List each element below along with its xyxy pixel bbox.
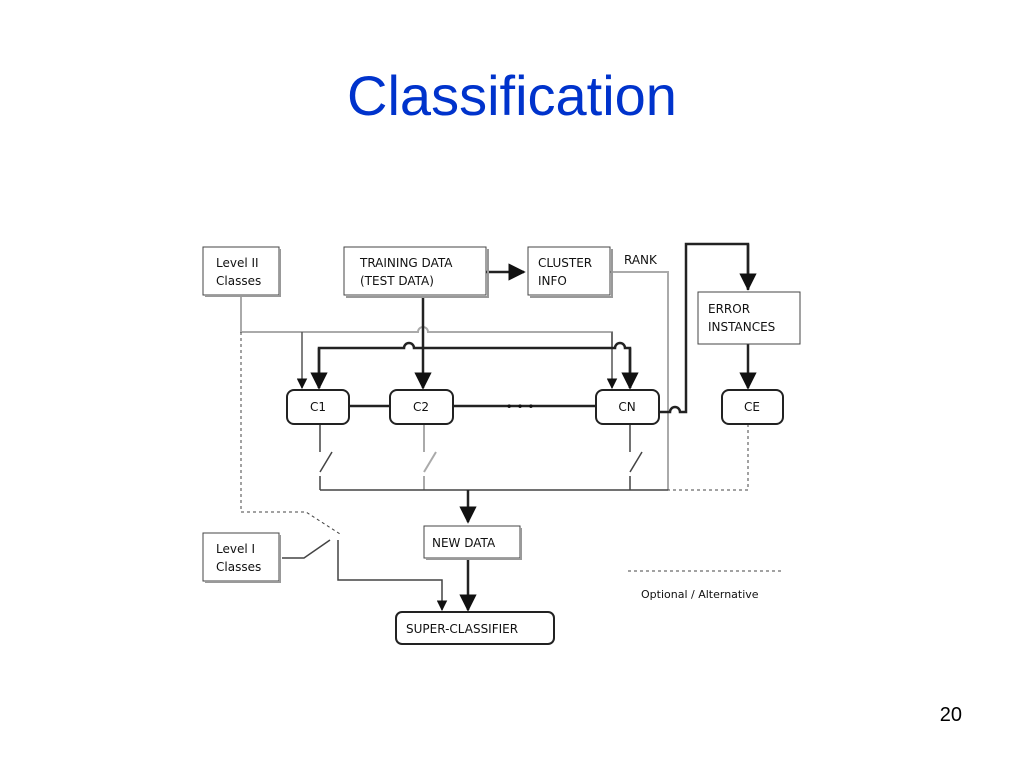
super-classifier-label: SUPER-CLASSIFIER [406, 622, 518, 636]
legend-label: Optional / Alternative [641, 588, 759, 601]
cluster-info-line1: CLUSTER [538, 256, 592, 270]
level1-classes-box: Level I Classes [202, 532, 281, 583]
classifier-c1-label: C1 [310, 400, 326, 414]
level2-connector [240, 296, 613, 348]
classifier-ellipsis: • • • [506, 400, 535, 414]
classifier-cn-label: CN [618, 400, 635, 414]
level2-classes-line2: Classes [216, 274, 261, 288]
error-instances-box: ERROR INSTANCES [697, 291, 801, 345]
cluster-info-box: CLUSTER INFO [527, 246, 613, 298]
error-instances-line1: ERROR [708, 302, 750, 316]
cluster-info-line2: INFO [538, 274, 567, 288]
classifier-bus [350, 242, 750, 414]
level1-classes-line1: Level I [216, 542, 255, 556]
rank-connector [610, 271, 669, 490]
page-number: 20 [939, 704, 962, 726]
classifier-c2-label: C2 [413, 400, 429, 414]
level1-connector [282, 539, 448, 612]
super-classifier-box: SUPER-CLASSIFIER [395, 611, 555, 645]
level1-classes-line2: Classes [216, 560, 261, 574]
level2-classes-box: Level II Classes [202, 246, 281, 297]
new-data-label: NEW DATA [432, 536, 496, 550]
rank-label: RANK [624, 253, 658, 267]
legend: Optional / Alternative [628, 570, 782, 601]
error-classifier-label: CE [744, 400, 760, 414]
classifier-cn: CN [595, 389, 660, 425]
classifier-c1: C1 [286, 389, 350, 425]
level2-classes-line1: Level II [216, 256, 259, 270]
classifier-c2: C2 [389, 389, 454, 425]
slide-title: Classification [347, 64, 677, 127]
training-data-line1: TRAINING DATA [359, 256, 453, 270]
training-data-connector [310, 297, 639, 390]
training-data-box: TRAINING DATA (TEST DATA) [343, 246, 489, 298]
level2-branches [296, 332, 618, 390]
new-data-box: NEW DATA [423, 525, 522, 560]
ce-dashed-connector [668, 424, 749, 491]
classifier-switches [319, 424, 643, 490]
level2-dashed-connector [240, 332, 341, 535]
training-data-line2: (TEST DATA) [360, 274, 434, 288]
error-classifier-ce: CE [721, 389, 784, 425]
error-instances-line2: INSTANCES [708, 320, 775, 334]
